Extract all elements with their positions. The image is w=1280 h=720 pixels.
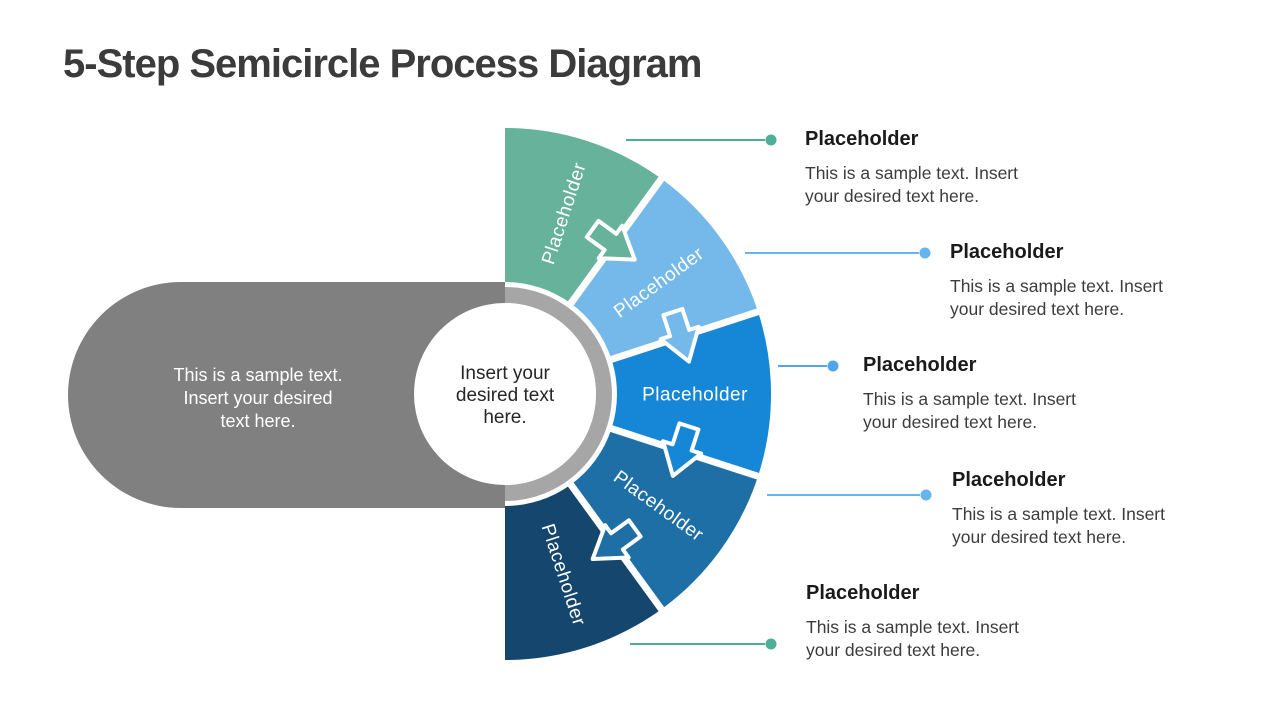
segment-5 (505, 484, 662, 660)
segment-3-label: Placeholder (642, 384, 748, 405)
callout-2-body-line-2: your desired text here. (950, 299, 1125, 319)
pill-shape (68, 282, 505, 508)
center-text-line-2: desired text (456, 385, 555, 406)
callout-1-body: This is a sample text. Insert your desir… (805, 162, 1065, 208)
callout-5-body: This is a sample text. Insert your desir… (806, 616, 1066, 662)
callout-4-heading: Placeholder (952, 469, 1066, 491)
callout-2-body-line-1: This is a sample text. Insert (950, 276, 1163, 296)
connector-dot-4 (920, 489, 932, 501)
callout-1-body-line-2: your desired text here. (805, 186, 980, 206)
pill-text-line-3: text here. (220, 411, 295, 431)
center-text-line-1: Insert your (460, 363, 550, 384)
pill-text: This is a sample text. Insert your desir… (173, 365, 342, 431)
slide-title: 5-Step Semicircle Process Diagram (63, 42, 702, 86)
callout-3-body-line-2: your desired text here. (863, 412, 1038, 432)
arrow-1-2-icon (584, 218, 637, 262)
connector-dot-3 (827, 360, 839, 372)
segment-1 (505, 127, 662, 304)
callout-1-heading: Placeholder (805, 128, 919, 150)
callout-4-body-line-1: This is a sample text. Insert (952, 504, 1165, 524)
callout-4-body-line-2: your desired text here. (952, 527, 1127, 547)
center-circle (414, 303, 596, 485)
connector-dot-2 (919, 247, 931, 259)
segment-3 (611, 311, 772, 477)
segment-4 (570, 428, 758, 610)
callout-3: Placeholder This is a sample text. Inser… (863, 353, 1123, 434)
pill-text-line-2: Insert your desired (183, 388, 332, 408)
connector-dot-1 (765, 134, 777, 146)
arrow-2-3-icon (658, 306, 701, 364)
segment-2 (570, 178, 758, 360)
callout-connectors (626, 134, 932, 650)
center-text-line-3: here. (483, 407, 526, 428)
callout-4-body: This is a sample text. Insert your desir… (952, 503, 1212, 549)
callout-2-heading: Placeholder (950, 241, 1064, 263)
arrow-4-5-icon (590, 518, 643, 561)
arrow-3-4-icon (661, 421, 704, 478)
callout-1-body-line-1: This is a sample text. Insert (805, 163, 1018, 183)
center-ring (504, 287, 612, 501)
callout-3-body: This is a sample text. Insert your desir… (863, 388, 1123, 434)
callout-3-heading: Placeholder (863, 354, 977, 376)
pill-text-line-1: This is a sample text. (173, 365, 342, 385)
callout-5-heading: Placeholder (806, 582, 920, 604)
callout-2: Placeholder This is a sample text. Inser… (950, 240, 1210, 321)
callout-5-body-line-1: This is a sample text. Insert (806, 617, 1019, 637)
center-text: Insert your desired text here. (456, 363, 555, 428)
callout-1: Placeholder This is a sample text. Inser… (805, 127, 1065, 208)
callout-5: Placeholder This is a sample text. Inser… (806, 581, 1066, 662)
callout-2-body: This is a sample text. Insert your desir… (950, 275, 1210, 321)
callout-5-body-line-2: your desired text here. (806, 640, 981, 660)
callout-3-body-line-1: This is a sample text. Insert (863, 389, 1076, 409)
callout-4: Placeholder This is a sample text. Inser… (952, 468, 1212, 549)
connector-dot-5 (765, 638, 777, 650)
